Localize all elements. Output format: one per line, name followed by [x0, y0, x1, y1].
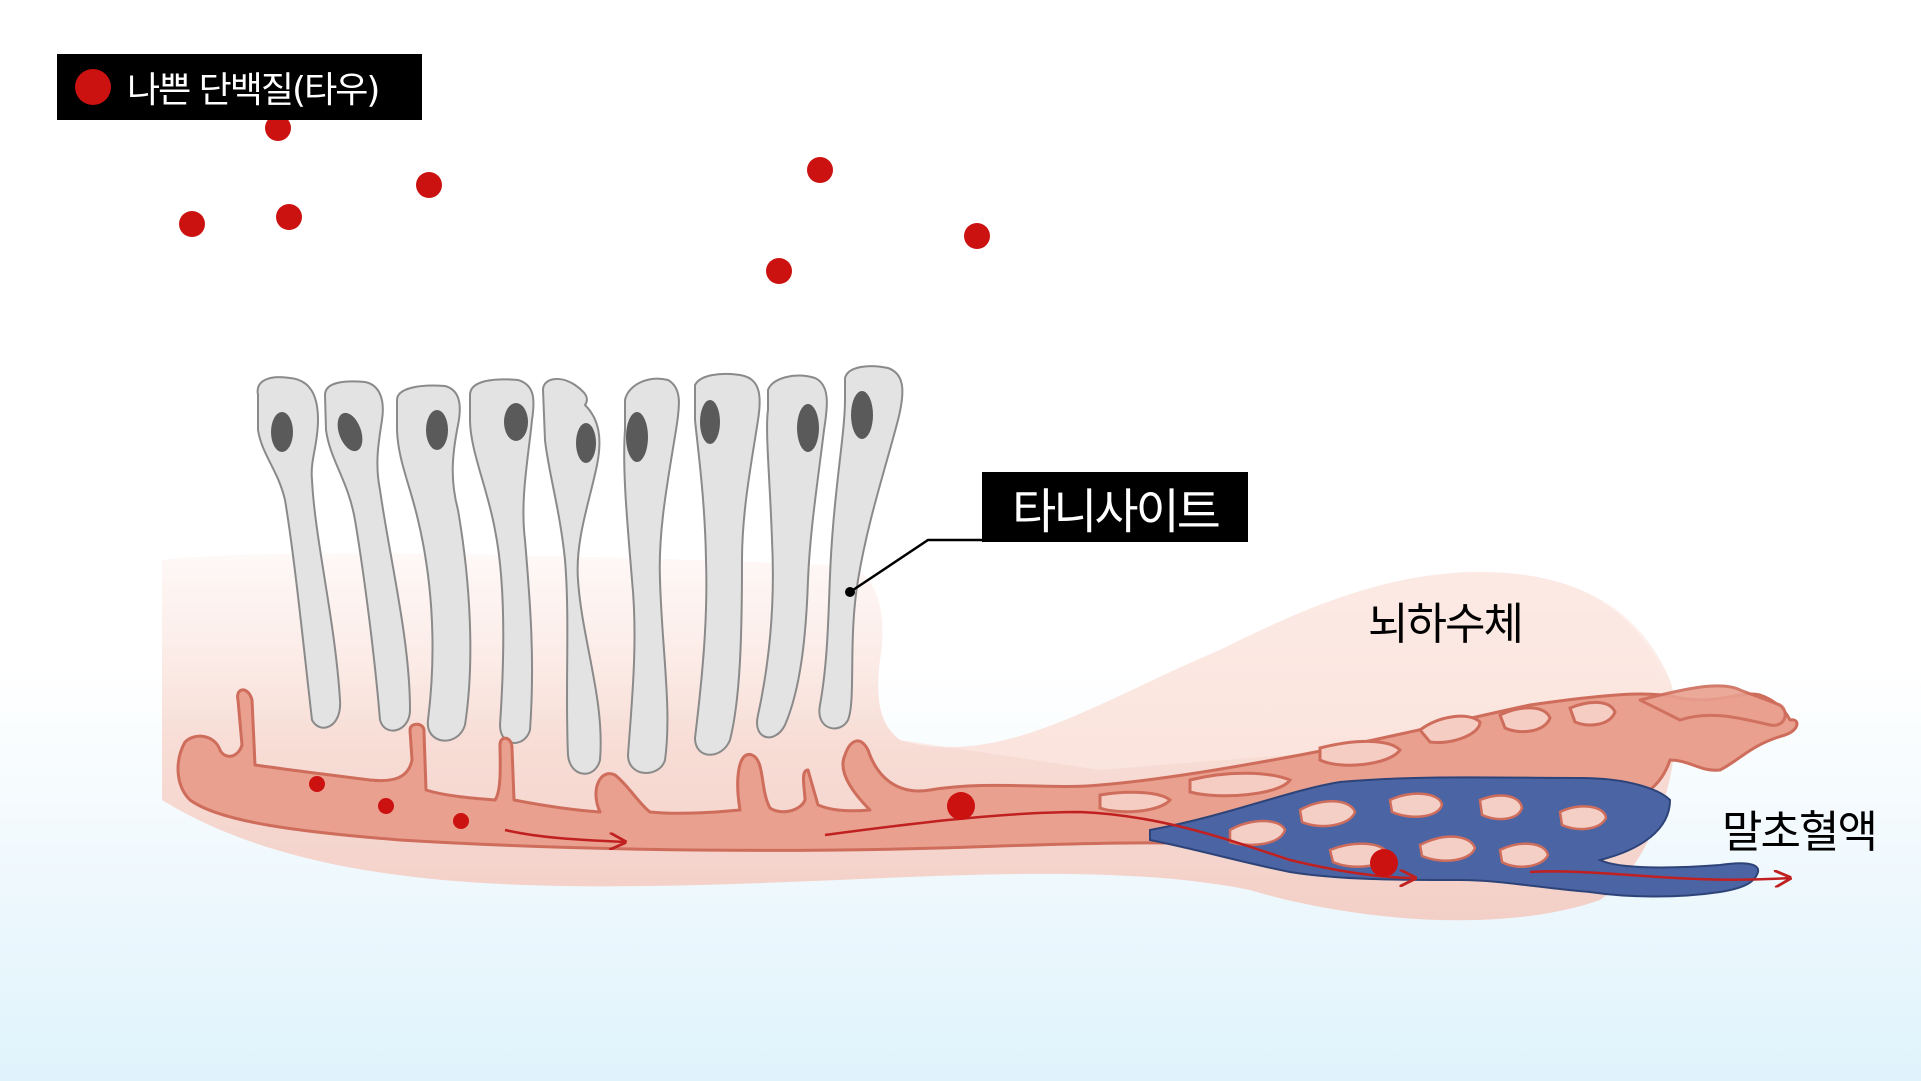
- tanycyte-cell: [756, 374, 828, 739]
- tanycyte-cell: [469, 378, 535, 744]
- tanycyte-cell: [541, 378, 602, 775]
- tau-dot: [276, 204, 302, 230]
- tau-dot: [378, 798, 394, 814]
- flow-arrow: [504, 828, 625, 842]
- tanycyte-cell: [256, 376, 342, 729]
- tau-dot: [766, 258, 792, 284]
- legend: 나쁜 단백질(타우): [57, 54, 422, 120]
- pituitary-label: 뇌하수체: [1368, 599, 1524, 650]
- tau-dot: [947, 792, 975, 820]
- tanycyte-cell: [623, 377, 680, 774]
- flow-arrow: [1529, 871, 1790, 879]
- tau-dot: [453, 813, 469, 829]
- tanycyte-pointer: [845, 538, 982, 597]
- tau-dot: [179, 211, 205, 237]
- tau-dot: [964, 223, 990, 249]
- vessel-islands: [1098, 701, 1617, 814]
- tau-dot: [309, 776, 325, 792]
- flow-arrow: [824, 810, 1415, 878]
- tau-dot: [1370, 849, 1398, 877]
- tau-dot: [416, 172, 442, 198]
- tanycyte-cell: [396, 384, 472, 742]
- tanycyte-cell: [323, 380, 412, 732]
- peripheral-blood-label: 말초혈액: [1722, 807, 1878, 858]
- tanycyte-label: 타니사이트: [982, 472, 1248, 542]
- legend-label: 나쁜 단백질(타우): [127, 70, 380, 111]
- tau-dot: [807, 157, 833, 183]
- tanycyte-cell: [693, 372, 761, 756]
- tau-proteins: [179, 115, 1398, 877]
- flow-arrows: [504, 810, 1790, 880]
- upper-branch: [1638, 684, 1787, 727]
- blood-islands: [1228, 792, 1608, 868]
- tau-legend-dot: [75, 69, 111, 105]
- tanycyte-cells: [256, 365, 904, 775]
- tau-dot: [265, 115, 291, 141]
- tanycyte-cell: [818, 365, 904, 730]
